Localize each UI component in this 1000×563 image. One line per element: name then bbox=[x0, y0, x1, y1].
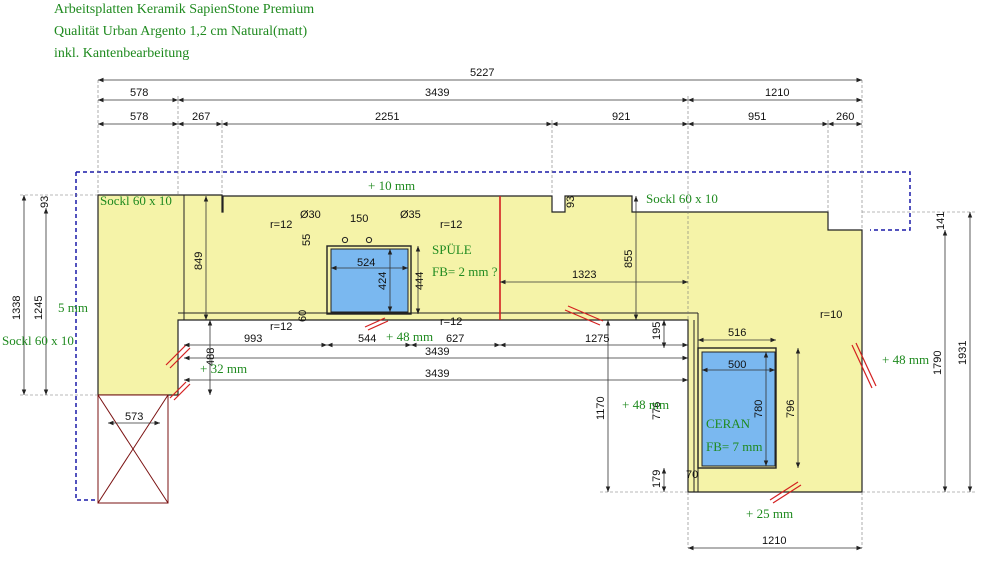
dim-776: 776 bbox=[651, 402, 663, 420]
dim-855: 855 bbox=[623, 250, 635, 268]
dim-3439-b: 3439 bbox=[425, 368, 449, 380]
dim-r12-a: r=12 bbox=[270, 219, 292, 231]
label-plus-32: + 32 mm bbox=[200, 361, 247, 376]
dim-627: 627 bbox=[446, 333, 464, 345]
dim-right-1931: 1931 bbox=[957, 341, 969, 365]
room-outline-dashed-left bbox=[75, 172, 97, 501]
dim-top-row2-a: 578 bbox=[130, 111, 148, 123]
dim-r12-d: r=12 bbox=[440, 316, 462, 328]
dim-left-1338: 1338 bbox=[11, 296, 23, 320]
dim-1323: 1323 bbox=[572, 269, 596, 281]
dim-total-top: 5227 bbox=[470, 67, 494, 79]
tap-hole-left bbox=[341, 236, 349, 244]
header-line-2: Qualität Urban Argento 1,2 cm Natural(ma… bbox=[54, 24, 308, 39]
dim-top-row1-a: 578 bbox=[130, 87, 148, 99]
label-socket-left-side: Sockl 60 x 10 bbox=[2, 333, 74, 348]
header-line-1: Arbeitsplatten Keramik SapienStone Premi… bbox=[54, 2, 314, 17]
header-line-3: inkl. Kantenbearbeitung bbox=[54, 46, 189, 61]
dim-ceran-w: 500 bbox=[728, 359, 746, 371]
dim-195: 195 bbox=[651, 322, 663, 340]
label-plus-48-center: + 48 mm bbox=[386, 329, 433, 344]
dim-sink-h: 424 bbox=[377, 272, 389, 290]
dim-right-1790: 1790 bbox=[932, 351, 944, 375]
dim-573: 573 bbox=[125, 411, 143, 423]
dim-left-93: 93 bbox=[39, 196, 51, 208]
extension-lines bbox=[20, 80, 975, 548]
dim-r10: r=10 bbox=[820, 309, 842, 321]
edge-markers bbox=[165, 305, 877, 504]
label-sink: SPÜLE bbox=[432, 242, 472, 257]
sink-cutout-outer bbox=[326, 245, 412, 315]
cooktop-cutout-outer bbox=[697, 347, 777, 469]
dim-1170: 1170 bbox=[595, 396, 607, 420]
dim-top-row2-d: 921 bbox=[612, 111, 630, 123]
dimension-lines bbox=[21, 77, 973, 551]
dim-179: 179 bbox=[651, 470, 663, 488]
countertop-shape bbox=[97, 194, 863, 493]
dim-r12-b: r=12 bbox=[440, 219, 462, 231]
dim-d150: 150 bbox=[350, 213, 368, 225]
label-plus-5: 5 mm bbox=[58, 300, 88, 315]
dim-d55: 55 bbox=[301, 234, 313, 246]
label-sink-fb: FB= 2 mm ? bbox=[432, 264, 498, 279]
label-plus-10: + 10 mm bbox=[368, 178, 415, 193]
dim-93b: 93 bbox=[565, 196, 577, 208]
label-cooktop: CERAN bbox=[706, 416, 751, 431]
label-plus-48-ceran: + 48 mm bbox=[622, 397, 669, 412]
dim-top-row2-f: 260 bbox=[836, 111, 854, 123]
dim-d30: Ø30 bbox=[300, 209, 321, 221]
dim-488: 488 bbox=[205, 348, 217, 366]
dim-right-141: 141 bbox=[935, 212, 947, 230]
dim-70: 70 bbox=[686, 469, 698, 481]
label-socket-right-top: Sockl 60 x 10 bbox=[646, 191, 718, 206]
dim-sink-outer: 444 bbox=[414, 272, 426, 290]
label-plus-48-right: + 48 mm bbox=[882, 352, 929, 367]
dim-top-row1-c: 1210 bbox=[765, 87, 789, 99]
dim-544: 544 bbox=[358, 333, 376, 345]
dim-top-row1-b: 3439 bbox=[425, 87, 449, 99]
dim-1275: 1275 bbox=[585, 333, 609, 345]
dim-top-row2-c: 2251 bbox=[375, 111, 399, 123]
label-socket-left-top: Sockl 60 x 10 bbox=[100, 193, 172, 208]
label-cooktop-fb: FB= 7 mm bbox=[706, 439, 762, 454]
dim-bottom-1210: 1210 bbox=[762, 535, 786, 547]
tap-hole-right bbox=[365, 236, 373, 244]
dim-r12-c: r=12 bbox=[270, 321, 292, 333]
dim-d35: Ø35 bbox=[400, 209, 421, 221]
dim-3439-a: 3439 bbox=[425, 346, 449, 358]
dim-top-row2-e: 951 bbox=[748, 111, 766, 123]
sink-cutout bbox=[330, 248, 409, 313]
dim-left-1245: 1245 bbox=[33, 296, 45, 320]
dim-d60: 60 bbox=[297, 310, 309, 322]
label-plus-25: + 25 mm bbox=[746, 506, 793, 521]
dim-top-row2-b: 267 bbox=[192, 111, 210, 123]
cabinet-cross-2 bbox=[97, 394, 169, 504]
dim-849: 849 bbox=[193, 252, 205, 270]
dim-993: 993 bbox=[244, 333, 262, 345]
room-outline-dashed bbox=[76, 171, 911, 231]
dim-sink-w: 524 bbox=[357, 257, 375, 269]
dim-ceran-outer-w: 516 bbox=[728, 327, 746, 339]
dim-ceran-outer-h: 796 bbox=[785, 400, 797, 418]
dim-ceran-h: 780 bbox=[753, 400, 765, 418]
